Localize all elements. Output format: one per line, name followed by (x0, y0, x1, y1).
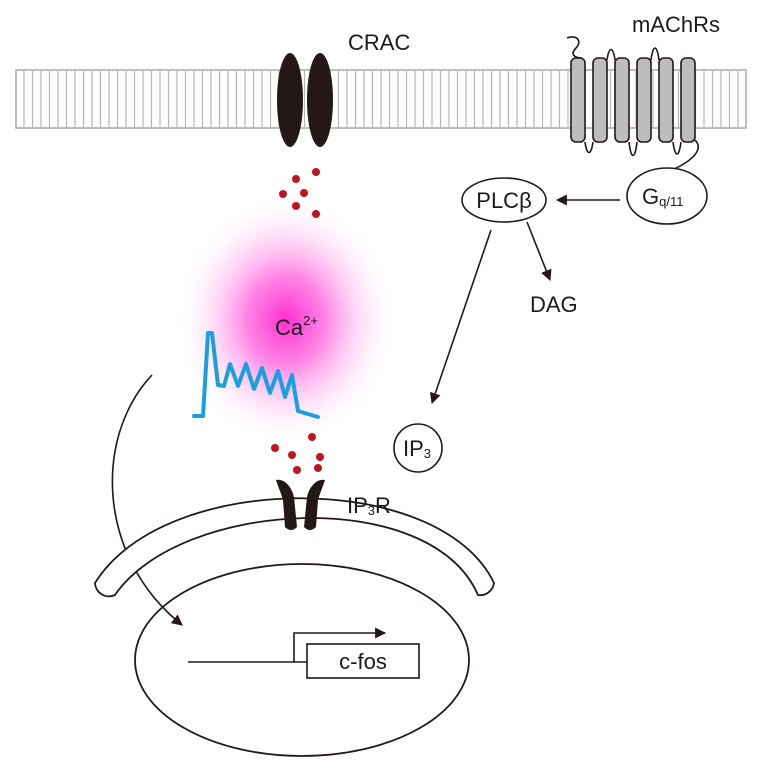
calcium-ions-crac (279, 168, 320, 218)
plc-beta-label: PLCβ (476, 188, 531, 213)
cfos-box (306, 643, 420, 679)
svg-text:Gq/11: Gq/11 (642, 184, 683, 209)
gq11-label: G (642, 184, 659, 209)
gq11-subscript: q/11 (659, 194, 683, 209)
machrs-label: mAChRs (632, 12, 720, 37)
calcium-oscillation-trace (192, 331, 320, 419)
ip3-subscript: 3 (424, 446, 431, 461)
ip3r-label-main: IP (347, 493, 368, 518)
calcium-label-superscript: 2+ (303, 313, 318, 328)
signal-arrows (111, 194, 620, 626)
calcium-label: Ca2+ (275, 313, 318, 340)
transcription-start-arrow (293, 627, 387, 662)
calcium-to-nucleus-arrow (111, 374, 183, 626)
ip3r-label-tail: R (375, 493, 391, 518)
dag-label: DAG (530, 292, 578, 317)
ip3r-label-subscript: 3 (368, 503, 375, 518)
ip3-receptor (276, 479, 325, 530)
crac-label: CRAC (348, 30, 410, 55)
cfos-label: c-fos (339, 649, 387, 674)
ip3-label: IP (403, 436, 424, 461)
calcium-ions-ip3r (271, 433, 324, 474)
plc-beta-node: PLCβ (461, 177, 547, 223)
nucleus (134, 563, 470, 757)
ip3r-label: IP3R (347, 493, 391, 518)
ip3-node: IP3 (393, 423, 443, 473)
cfos-gene: c-fos (188, 627, 420, 679)
gq11-node: Gq/11 (626, 167, 708, 225)
calcium-glow (176, 195, 396, 445)
svg-text:IP3: IP3 (403, 436, 431, 461)
plc-to-ip3-arrow (429, 229, 492, 405)
calcium-label-main: Ca (275, 315, 304, 340)
crac-channel (277, 53, 333, 147)
plc-to-dag-arrow (526, 221, 552, 282)
machrs-receptor (566, 36, 699, 171)
